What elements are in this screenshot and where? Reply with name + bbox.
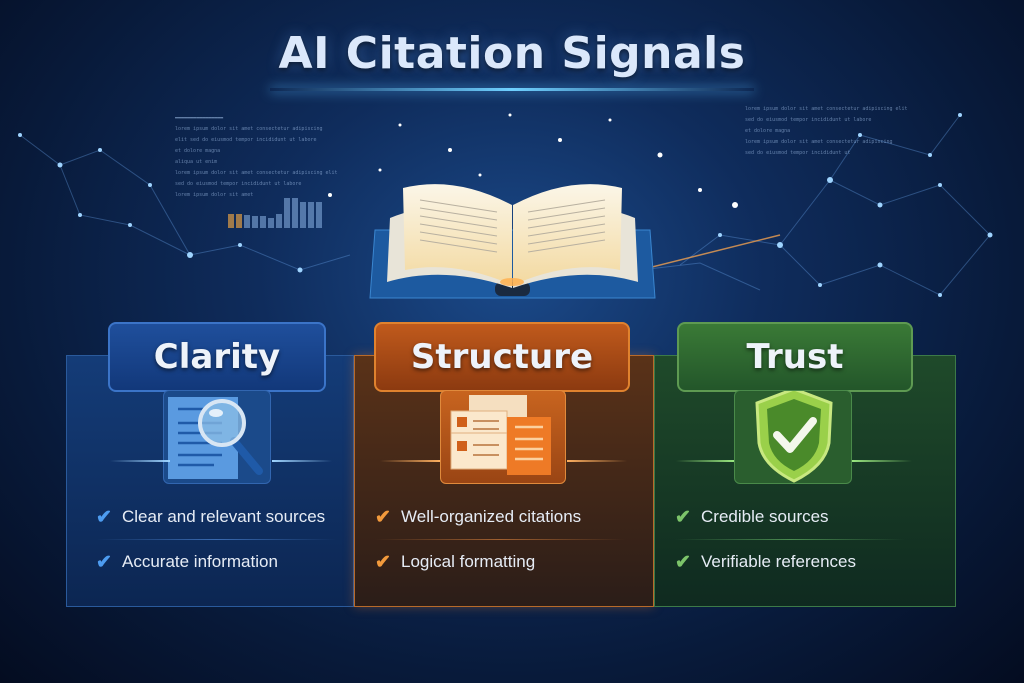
open-book-icon (369, 184, 656, 299)
trust-icon-box (734, 387, 852, 484)
checklist-documents-icon (450, 395, 551, 475)
sparkle-decoration (380, 460, 440, 462)
structure-icon-box (440, 390, 566, 484)
divider (675, 539, 905, 540)
check-icon: ✔ (675, 506, 691, 528)
list-item-label: Well-organized citations (401, 507, 582, 526)
list-item: ✔ Accurate information (96, 545, 336, 579)
list-item: ✔ Well-organized citations (375, 500, 625, 534)
structure-heading: Structure (374, 322, 630, 392)
check-icon: ✔ (375, 551, 391, 573)
shield-check-icon (755, 387, 833, 483)
clarity-heading: Clarity (108, 322, 326, 392)
decorative-bar-graphic (228, 192, 322, 228)
divider (375, 539, 625, 540)
check-icon: ✔ (675, 551, 691, 573)
clarity-icon-box (163, 390, 271, 484)
sparkle-decoration (110, 460, 170, 462)
sparkle-decoration (852, 460, 912, 462)
list-item-label: Credible sources (701, 507, 829, 526)
trust-list: ✔ Credible sources ✔ Verifiable referenc… (675, 500, 905, 579)
page-title: AI Citation Signals (278, 28, 746, 79)
structure-list: ✔ Well-organized citations ✔ Logical for… (375, 500, 625, 579)
check-icon: ✔ (96, 506, 112, 528)
check-icon: ✔ (96, 551, 112, 573)
document-magnifier-icon (168, 397, 263, 479)
clarity-list: ✔ Clear and relevant sources ✔ Accurate … (96, 500, 336, 579)
list-item-label: Clear and relevant sources (122, 507, 326, 526)
list-item: ✔ Logical formatting (375, 545, 625, 579)
trust-heading: Trust (677, 322, 913, 392)
list-item-label: Logical formatting (401, 552, 536, 571)
list-item-label: Accurate information (122, 552, 278, 571)
list-item: ✔ Verifiable references (675, 545, 905, 579)
decorative-code-text-left: ▬▬▬▬▬▬▬▬▬▬▬▬▬▬▬▬lorem ipsum dolor sit am… (175, 115, 338, 198)
list-item: ✔ Clear and relevant sources (96, 500, 336, 534)
sparkle-decoration (272, 460, 332, 462)
list-item: ✔ Credible sources (675, 500, 905, 534)
list-item-label: Verifiable references (701, 552, 856, 571)
divider (96, 539, 336, 540)
check-icon: ✔ (375, 506, 391, 528)
sparkle-decoration (676, 460, 734, 462)
sparkle-decoration (567, 460, 627, 462)
title-underline-glow (270, 88, 754, 91)
decorative-code-text-right: lorem ipsum dolor sit amet consectetur a… (745, 106, 908, 156)
